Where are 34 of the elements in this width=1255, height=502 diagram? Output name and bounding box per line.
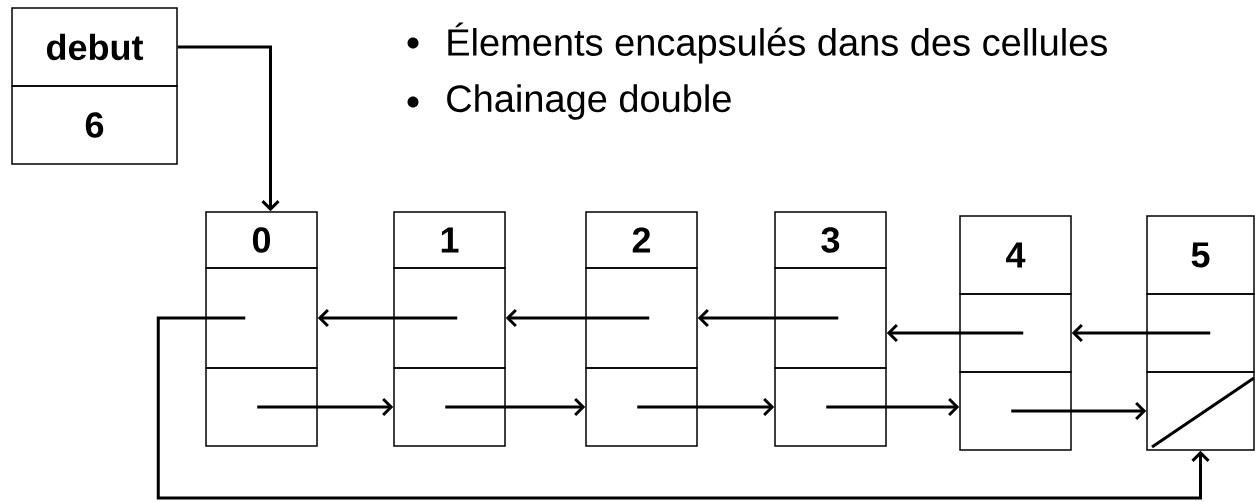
- arrow: [317, 308, 458, 328]
- variable-cell: debut: [11, 7, 178, 87]
- arrow: [1011, 401, 1147, 421]
- arrow: [177, 45, 280, 212]
- pointer-field: [393, 367, 506, 447]
- pointer-field: [205, 267, 318, 369]
- arrow: [156, 316, 1210, 500]
- arrow: [257, 397, 394, 417]
- index-cell: 4: [959, 215, 1072, 295]
- pointer-field: [774, 367, 887, 447]
- pointer-field: [205, 367, 318, 447]
- pointer-field: [585, 367, 698, 447]
- pointer-field: [585, 267, 698, 369]
- arrow: [505, 308, 650, 328]
- arrow: [445, 397, 586, 417]
- variable-cell: 6: [11, 85, 178, 165]
- pointer-field: [393, 267, 506, 369]
- index-cell: 2: [585, 211, 698, 269]
- index-cell: 3: [774, 211, 887, 269]
- null-pointer-field: [1146, 371, 1255, 451]
- index-cell: 0: [205, 211, 318, 269]
- arrow: [826, 397, 960, 417]
- index-cell: 5: [1146, 215, 1255, 295]
- pointer-field: [1146, 293, 1255, 373]
- arrow: [1071, 323, 1211, 343]
- arrow: [637, 397, 775, 417]
- pointer-field: [959, 371, 1072, 451]
- index-cell: 1: [393, 211, 506, 269]
- bullet-text: Élements encapsulés dans des cellules: [448, 22, 1107, 64]
- bullet-text: Chainage double: [447, 84, 731, 120]
- arrow: [697, 308, 839, 328]
- pointer-field: [959, 293, 1072, 373]
- arrow: [886, 323, 1024, 343]
- pointer-field: [774, 267, 887, 369]
